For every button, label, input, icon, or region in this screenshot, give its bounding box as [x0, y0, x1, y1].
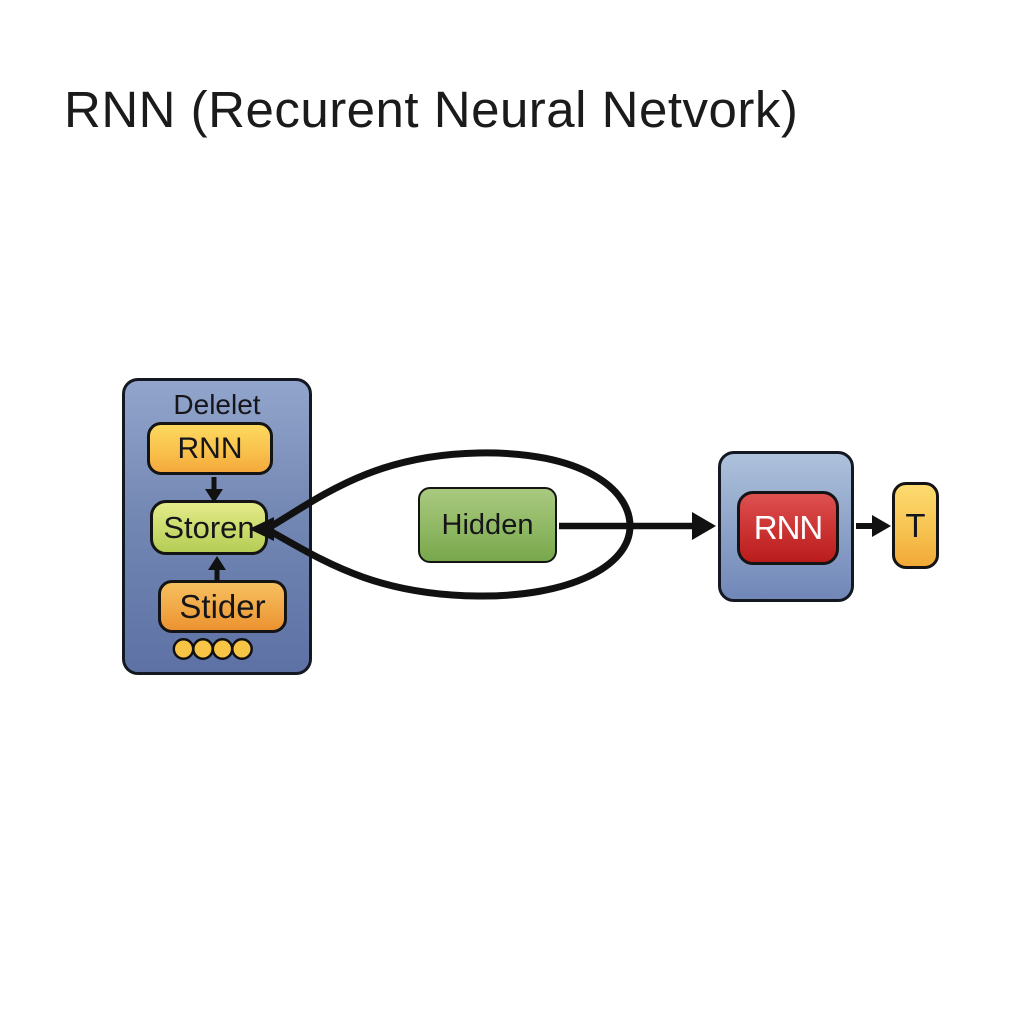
right-arrowhead-2 [872, 515, 891, 537]
hidden-state-box: Hidden [418, 487, 557, 563]
right-arrowhead-1 [692, 512, 716, 540]
rnn-input-box: RNN [147, 422, 273, 475]
storen-box: Storen [150, 500, 268, 555]
page-title: RNN (Recurent Neural Netvork) [64, 81, 799, 138]
stider-box: Stider [158, 580, 287, 633]
left-panel-label: Delelet [173, 389, 261, 420]
output-box: T [892, 482, 939, 569]
arrow-hidden-to-rnn [559, 512, 716, 540]
rnn-cell-box: RNN [737, 491, 839, 565]
arrow-rnn-to-output [856, 515, 891, 537]
